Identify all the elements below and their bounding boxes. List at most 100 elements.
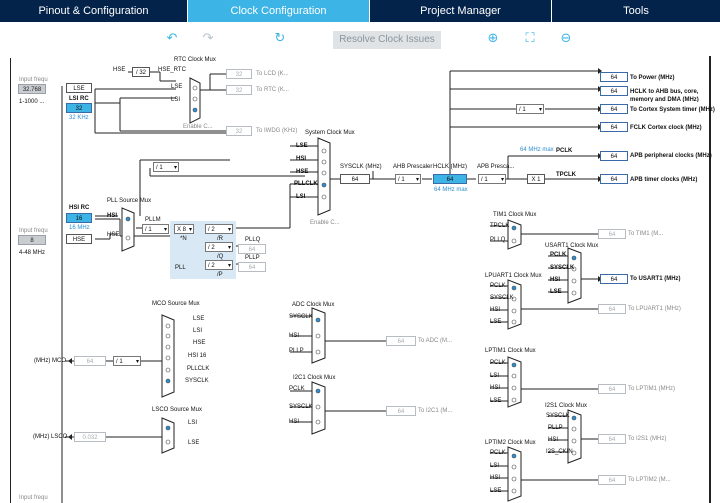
fit-to-screen-icon[interactable]: ⛶ [525,31,535,46]
i2s1-input-sysclk: SYSCLK [546,413,570,419]
lptim2-input-hsi: HSI [490,475,501,481]
lsco-output-value[interactable]: 0.032 [74,432,106,442]
redo-icon[interactable]: ↷ [202,31,214,46]
lptim1-input-lse: LSE [490,398,502,404]
clock-tree-diagram: Input frequ 32.768 1-1000 ... LSE LSI RC… [0,56,720,503]
adc-mux-title: ADC Clock Mux [292,302,335,308]
tab-clock-configuration[interactable]: Clock Configuration [188,0,370,22]
to-i2c1-label: To I2C1 (M... [418,408,453,414]
i2c1-clock-value[interactable]: 64 [386,406,416,416]
apb-timer-value[interactable]: 64 [600,174,628,184]
usart1-input-lse: LSE [550,289,562,295]
rtc-enable-css[interactable]: Enable C... [183,124,213,130]
adc-clock-value[interactable]: 64 [386,336,416,346]
sys-mux-enable-css[interactable]: Enable C... [310,220,340,226]
tim1-input-pllq: PLLQ [490,237,506,243]
ahb-prescaler-select[interactable]: / 1 [395,174,421,185]
power-clock-value[interactable]: 64 [600,72,628,82]
zoom-in-icon[interactable]: ⊕ [487,31,499,46]
resolve-clock-issues-button[interactable]: Resolve Clock Issues [333,31,441,49]
lse-input-frequency[interactable]: 32.768 [18,84,46,94]
pllp-select[interactable]: / 2 [205,260,233,271]
tab-tools[interactable]: Tools [623,5,649,17]
apb-prescaler-select[interactable]: / 1 [478,174,506,185]
lpuart1-clock-value[interactable]: 64 [598,304,626,314]
lptim2-clock-value[interactable]: 64 [598,475,626,485]
i2s1-input-hsi: HSI [548,437,559,443]
pll-source-mux-shape [121,207,135,252]
refresh-icon[interactable]: ↻ [274,31,286,46]
i2s1-clock-value[interactable]: 64 [598,434,626,444]
apb-peripheral-value[interactable]: 64 [600,151,628,161]
pllr-label: /R [217,236,223,242]
hclk-ahb-value[interactable]: 64 [600,86,628,96]
cortex-timer-value[interactable]: 64 [600,104,628,114]
i2c1-input-hsi: HSI [289,419,300,425]
rtc-lsi-label: LSI [171,97,181,103]
rtc-clock-value[interactable]: 32 [226,85,252,95]
plln-select[interactable]: X 8 [174,224,194,235]
undo-icon[interactable]: ↶ [166,31,178,46]
pllq-value[interactable]: 64 [238,244,266,254]
to-rtc-label: To RTC (K... [256,87,289,93]
pllr-select[interactable]: / 2 [205,224,233,235]
to-tim1-label: To TIM1 (M... [628,231,664,237]
lptim2-mux-title: LPTIM2 Clock Mux [485,440,536,446]
plln-label: *N [180,236,187,242]
apb-timer-label: APB timer clocks (MHz) [630,177,698,183]
mco-div-select[interactable]: / 1 [113,356,141,367]
zoom-out-icon[interactable]: ⊖ [560,31,572,46]
lsi-rc-value[interactable]: 32 [66,103,92,113]
to-iwdg-label: To IWDG (KHz) [256,128,298,134]
tab-project-manager[interactable]: Project Manager [370,0,552,22]
tab-pinout-configuration[interactable]: Pinout & Configuration [0,0,188,22]
lse-range-label: 1-1000 ... [19,99,45,105]
hsi-rc-value[interactable]: 16 [66,213,92,223]
hsi-rc-label: HSI RC [69,205,90,211]
fclk-value[interactable]: 64 [600,122,628,132]
pllp-value[interactable]: 64 [238,262,266,272]
lcd-clock-value[interactable]: 32 [226,69,252,79]
hse-source-block[interactable]: HSE [66,234,92,244]
hse-input-frequency[interactable]: 8 [18,235,46,245]
fclk-label: FCLK Cortex clock (MHz) [630,125,702,131]
pllm-select[interactable]: / 1 [142,224,169,235]
iwdg-clock-value[interactable]: 32 [226,126,252,136]
i2s1-input-ckin: I2S_CKIN [546,449,573,455]
diagram-scrollbar[interactable] [709,56,711,503]
clock-toolbar: ↶ ↷ ↻ Resolve Clock Issues ⊕ ⛶ ⊖ [0,22,720,56]
lsco-input-lse: LSE [188,440,200,446]
pllm-label: PLLM [145,217,161,223]
rtc-mux-title: RTC Clock Mux [174,57,216,63]
mco-output-value[interactable]: 64 [74,356,106,366]
pllq-select[interactable]: / 2 [205,242,233,253]
lpuart1-input-pclk: PCLK [490,283,506,289]
lsco-mux-shape [161,417,175,454]
lptim1-input-hsi: HSI [490,385,501,391]
sys-mux-input-pllclk: PLLCLK [294,181,318,187]
usart1-input-hsi: HSI [550,277,561,283]
pllq-label: PLLQ [245,237,261,243]
mco-input-hse: HSE [193,340,206,346]
rtc-hse-label: HSE [113,67,126,73]
rtc-lse-label: LSE [171,84,183,90]
sysclk-value[interactable]: 64 [340,174,370,184]
hclk-value[interactable]: 64 [433,174,467,184]
cortex-timer-div-select[interactable]: / 1 [516,104,544,115]
sys-mux-input-hse: HSE [296,169,309,175]
pll-label: PLL [175,265,186,271]
tim1-clock-value[interactable]: 64 [598,229,626,239]
mco-output-label: (MHz) MCO [34,358,66,364]
pll-src-hse: HSE [107,232,120,238]
lptim1-input-pclk: PCLK [490,360,506,366]
diagram-left-border [10,58,11,503]
to-usart1-label: To USART1 (MHz) [630,276,681,282]
lse-source-block[interactable]: LSE [66,83,92,93]
apb-prescaler-title: APB Presca... [477,164,515,170]
usart1-clock-value[interactable]: 64 [600,274,628,284]
lsco-mux-title: LSCO Source Mux [152,407,203,413]
power-clock-label: To Power (MHz) [630,75,675,81]
tpclk-label: TPCLK [556,172,576,178]
hsi-div-select[interactable]: / 1 [153,162,179,173]
lptim1-clock-value[interactable]: 64 [598,384,626,394]
